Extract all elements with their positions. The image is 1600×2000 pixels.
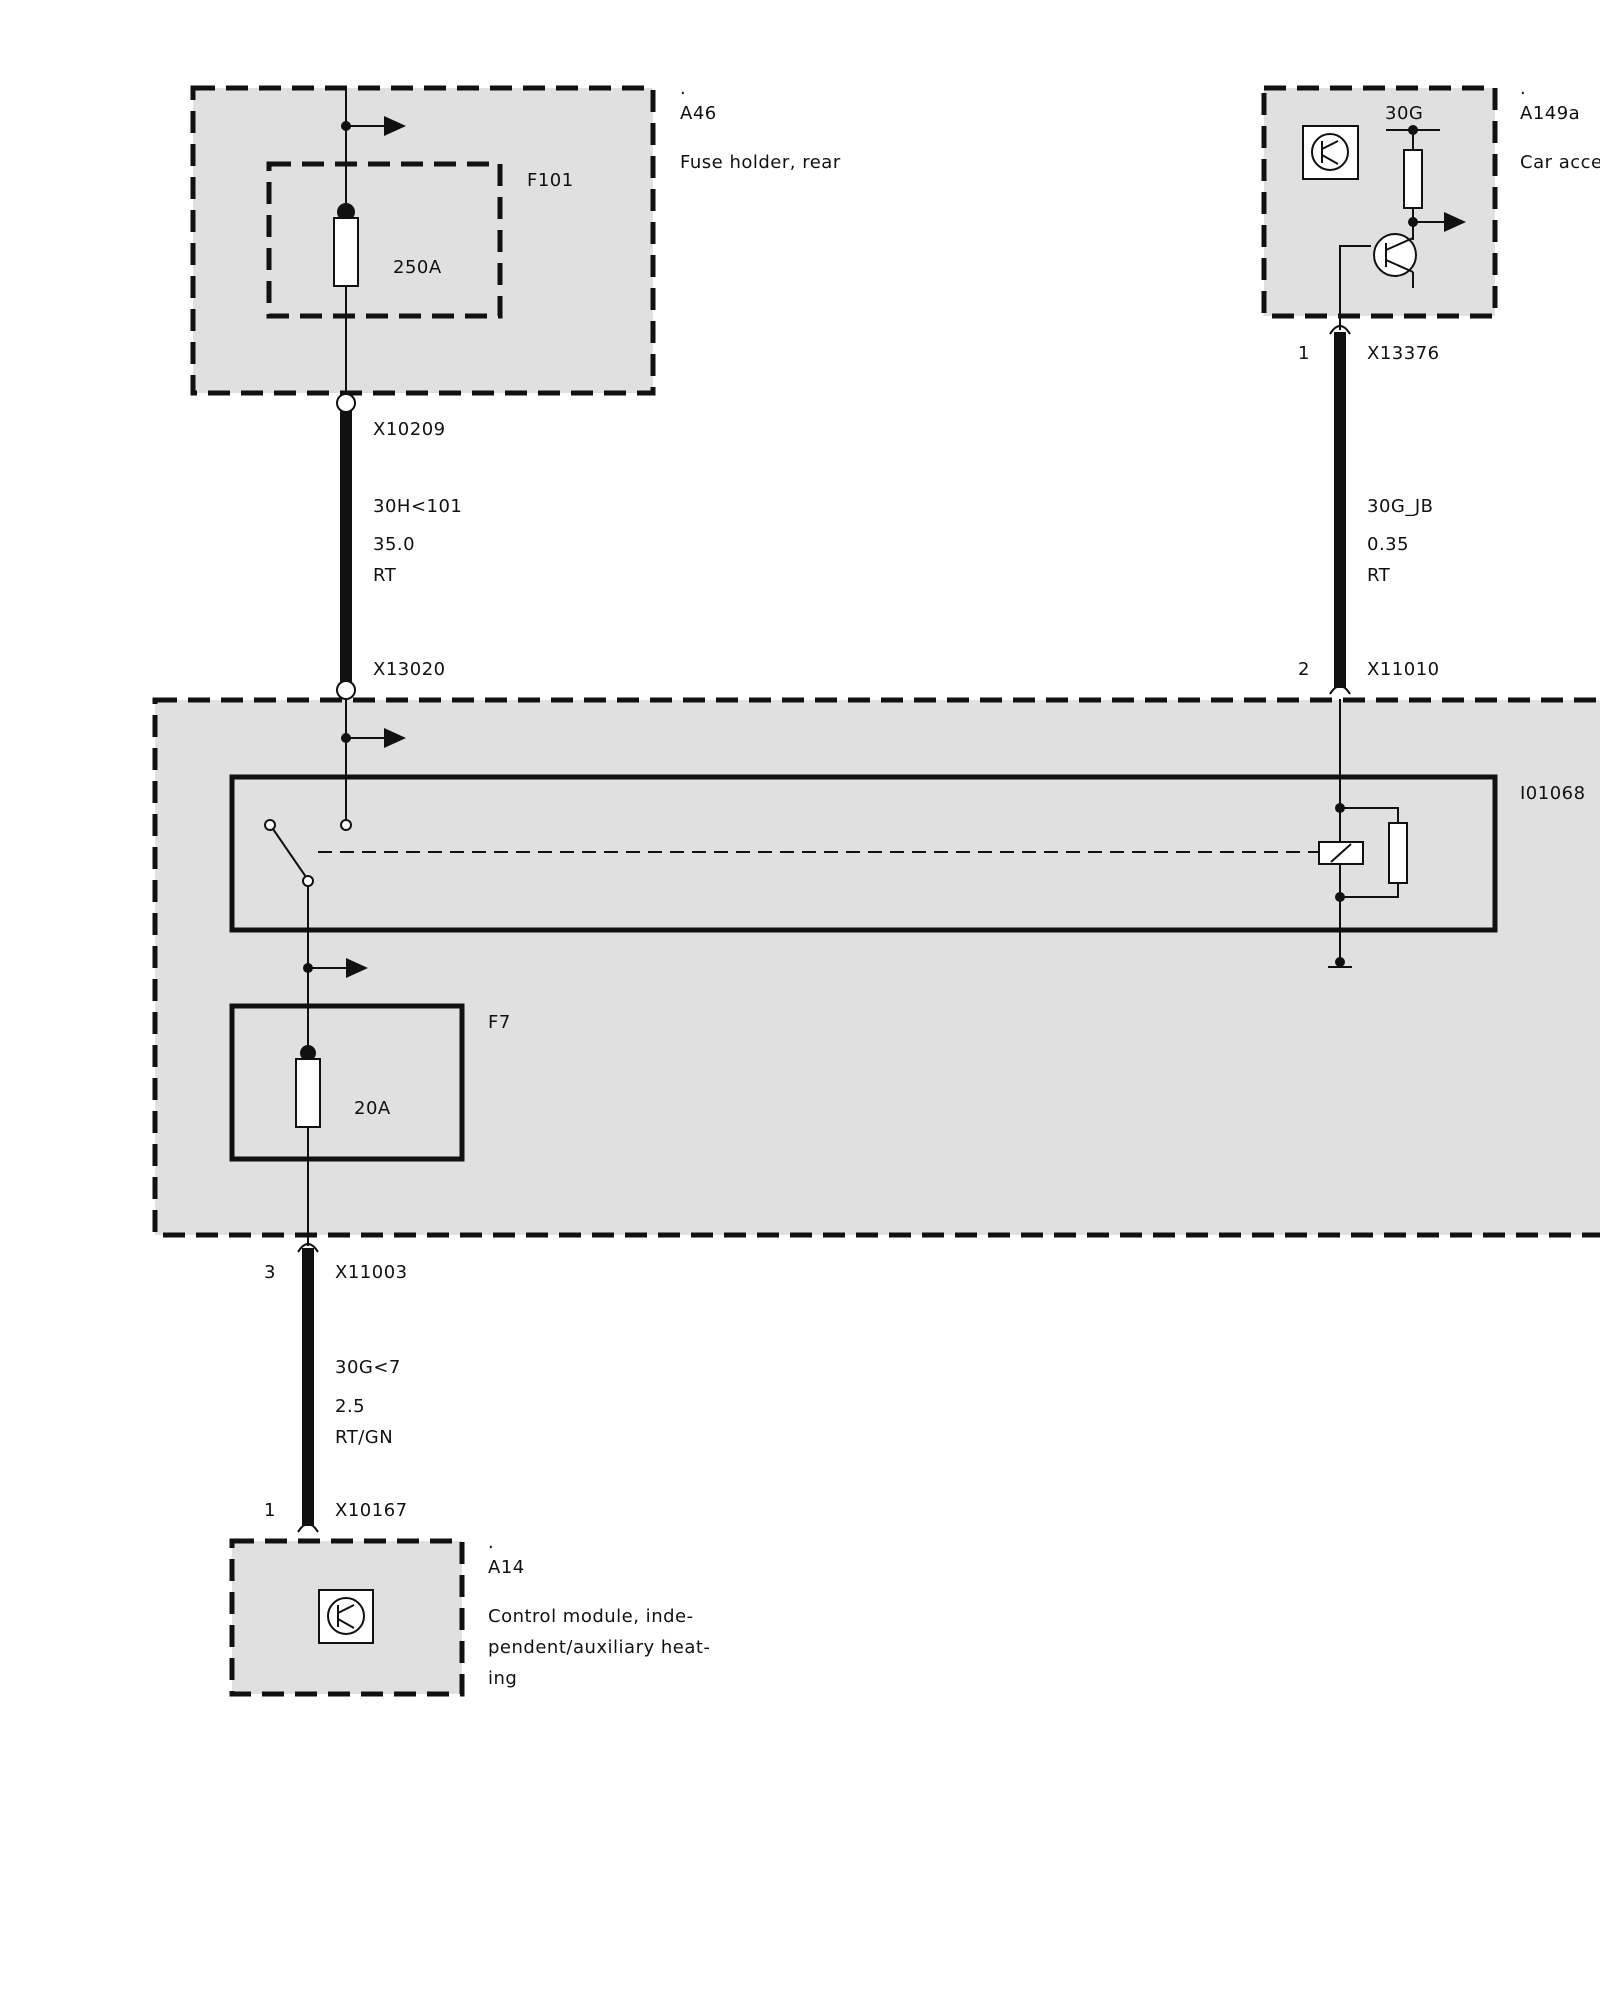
a14-desc-line2: pendent/auxiliary heat- — [488, 1637, 710, 1658]
a149a-icon-collector — [1321, 140, 1339, 150]
x13020-id: X13020 — [373, 659, 446, 680]
x11010-id: X11010 — [1367, 659, 1440, 680]
a149a-desc: Car acces — [1520, 152, 1600, 173]
relay-switch-arm — [272, 828, 307, 878]
a149a-tr-emitter — [1385, 259, 1414, 273]
a14-dot: . — [488, 1532, 494, 1553]
a149a-output-wire — [1339, 245, 1371, 330]
wire1-color: RT — [373, 565, 397, 586]
wire2-signal: 30G_JB — [1367, 496, 1434, 517]
a46-branch-arrow-icon — [384, 116, 406, 136]
a149a-terminal: 30G — [1385, 103, 1423, 124]
wire1-signal: 30H<101 — [373, 496, 462, 517]
x13376-pin: 1 — [1298, 343, 1310, 364]
connector-x11010-symbol — [1329, 685, 1351, 695]
f7-terminal-dot — [300, 1045, 316, 1061]
wire3-color: RT/GN — [335, 1427, 393, 1448]
connector-x11003-symbol — [297, 1243, 319, 1253]
x13376-id: X13376 — [1367, 343, 1440, 364]
relay-i01068-box — [229, 774, 1498, 933]
relay-feed-branch-arrow-icon — [384, 728, 406, 748]
a149a-resistor-icon — [1403, 149, 1423, 209]
fuse-f7-box — [229, 1003, 465, 1162]
a149a-output-transistor-icon — [1373, 233, 1417, 277]
car-access-a149a-box — [1261, 85, 1498, 319]
fuse-f7-symbol-icon — [295, 1058, 321, 1128]
relay-suppressor-resistor-icon — [1388, 822, 1408, 884]
a14-icon-emitter — [337, 1618, 355, 1629]
fuse-f101-box — [266, 161, 503, 319]
f7-rating: 20A — [354, 1098, 391, 1119]
a149a-transistor-icon — [1311, 133, 1349, 171]
wire2-color: RT — [1367, 565, 1391, 586]
x11003-pin: 3 — [264, 1262, 276, 1283]
f7-id: F7 — [488, 1012, 511, 1033]
a46-dot: . — [680, 78, 686, 99]
junction-box — [152, 697, 1600, 1246]
a14-transistor-icon — [327, 1597, 365, 1635]
a14-desc-line1: Control module, inde- — [488, 1606, 694, 1627]
connector-x13376-symbol — [1329, 325, 1351, 335]
x11003-id: X11003 — [335, 1262, 408, 1283]
f101-rating: 250A — [393, 257, 442, 278]
a149a-30g-dot — [1408, 125, 1418, 135]
relay-coil-slash — [1330, 843, 1352, 863]
wire3-size: 2.5 — [335, 1396, 365, 1417]
relay-contact-fixed — [340, 819, 352, 831]
a14-icon-collector — [337, 1604, 355, 1614]
junction-box-zone — [152, 697, 1600, 1238]
a149a-icon-emitter — [1321, 154, 1339, 165]
f101-id: F101 — [527, 170, 574, 191]
a14-desc-line3: ing — [488, 1668, 517, 1689]
fuse-holder-a46 — [190, 85, 656, 403]
control-module-a14 — [229, 1538, 465, 1697]
f101-terminal-dot — [337, 203, 355, 221]
a149a-id: A149a — [1520, 103, 1580, 124]
a149a-dot: . — [1520, 78, 1526, 99]
x10209-id: X10209 — [373, 419, 446, 440]
connector-x13020-symbol — [336, 680, 356, 700]
i01068-id: I01068 — [1520, 783, 1586, 804]
wire3-signal: 30G<7 — [335, 1357, 401, 1378]
a46-desc: Fuse holder, rear — [680, 152, 841, 173]
a149a-tr-collector — [1385, 237, 1414, 251]
x11010-pin: 2 — [1298, 659, 1310, 680]
wire2-size: 0.35 — [1367, 534, 1409, 555]
relay-contact-common — [302, 875, 314, 887]
a14-id: A14 — [488, 1557, 525, 1578]
a149a-output-arrow-icon — [1444, 212, 1466, 232]
wire1-size: 35.0 — [373, 534, 415, 555]
relay-contact-nc — [264, 819, 276, 831]
fuse-holder-a46-box — [190, 85, 656, 396]
x10167-id: X10167 — [335, 1500, 408, 1521]
connector-x10167-symbol — [297, 1523, 319, 1533]
x10167-pin: 1 — [264, 1500, 276, 1521]
car-access-a149a — [1261, 85, 1498, 330]
a46-id: A46 — [680, 103, 717, 124]
ground-dot — [1335, 957, 1345, 967]
connector-x10209-symbol — [336, 393, 356, 413]
f7-feed-branch-arrow-icon — [346, 958, 368, 978]
fuse-f101-symbol-icon — [333, 217, 359, 287]
